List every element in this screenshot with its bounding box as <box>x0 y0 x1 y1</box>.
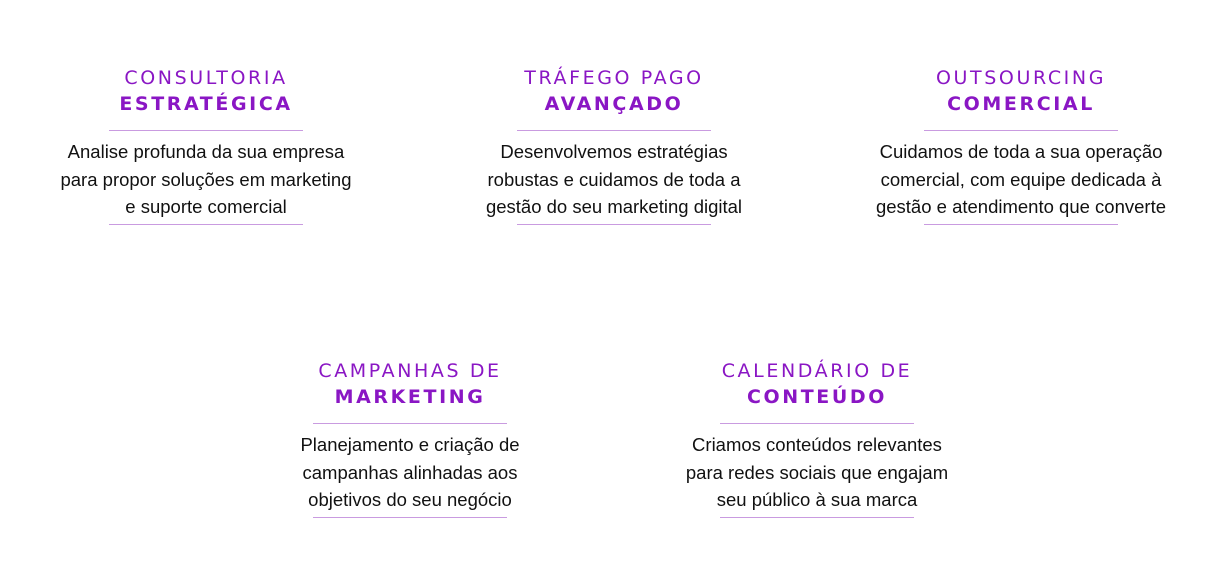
title-divider <box>517 130 711 131</box>
service-description: Desenvolvemos estratégias robustas e cui… <box>434 138 794 221</box>
description-line: campanhas alinhadas aos <box>302 461 518 483</box>
title-divider <box>109 130 303 131</box>
description-line: para propor soluções em marketing <box>60 168 352 190</box>
bottom-divider <box>313 516 507 518</box>
title-divider <box>924 130 1118 131</box>
service-title-line1: OUTSOURCING <box>935 67 1107 89</box>
service-title-line2: CONTEÚDO <box>746 386 888 408</box>
description-line: Cuidamos de toda a sua operação <box>879 141 1163 162</box>
title-divider <box>313 423 507 424</box>
service-card-trafego: TRÁFEGO PAGO AVANÇADO Desenvolvemos estr… <box>434 65 794 225</box>
description-line: Desenvolvemos estratégias <box>500 141 728 162</box>
service-title-line1: TRÁFEGO PAGO <box>524 67 704 89</box>
service-description: Criamos conteúdos relevantes para redes … <box>637 431 997 514</box>
description-line: Planejamento e criação de <box>300 434 520 455</box>
service-title-line1: CONSULTORIA <box>124 67 288 89</box>
service-description: Analise profunda da sua empresa para pro… <box>26 138 386 221</box>
service-title-line2: COMERCIAL <box>947 93 1095 115</box>
bottom-divider <box>109 223 303 225</box>
description-line: gestão do seu marketing digital <box>485 196 743 217</box>
description-line: gestão e atendimento que converte <box>875 196 1167 217</box>
service-card-calendario: CALENDÁRIO DE CONTEÚDO Criamos conteúdos… <box>637 358 997 518</box>
service-card-consultoria: CONSULTORIA ESTRATÉGICA Analise profunda… <box>26 65 386 225</box>
service-description: Cuidamos de toda a sua operação comercia… <box>841 138 1201 221</box>
service-title-line1: CAMPANHAS DE <box>318 360 502 382</box>
description-line: comercial, com equipe dedicada à <box>880 168 1162 190</box>
service-title-line1: CALENDÁRIO DE <box>721 360 913 382</box>
title-divider <box>720 423 914 424</box>
service-title-line2: MARKETING <box>334 386 486 408</box>
bottom-divider <box>924 223 1118 225</box>
bottom-divider <box>720 516 914 518</box>
service-card-campanhas: CAMPANHAS DE MARKETING Planejamento e cr… <box>230 358 590 518</box>
description-line: robustas e cuidamos de toda a <box>487 168 741 190</box>
service-title-line2: AVANÇADO <box>544 93 684 115</box>
service-description: Planejamento e criação de campanhas alin… <box>230 431 590 514</box>
description-line: Analise profunda da sua empresa <box>67 141 345 162</box>
bottom-divider <box>517 223 711 225</box>
description-line: Criamos conteúdos relevantes <box>692 434 942 455</box>
description-line: para redes sociais que engajam <box>685 461 949 483</box>
description-line: objetivos do seu negócio <box>308 489 512 510</box>
description-line: seu público à sua marca <box>716 489 918 510</box>
description-line: e suporte comercial <box>125 196 287 217</box>
service-card-outsourcing: OUTSOURCING COMERCIAL Cuidamos de toda a… <box>841 65 1201 225</box>
service-title-line2: ESTRATÉGICA <box>119 93 293 115</box>
